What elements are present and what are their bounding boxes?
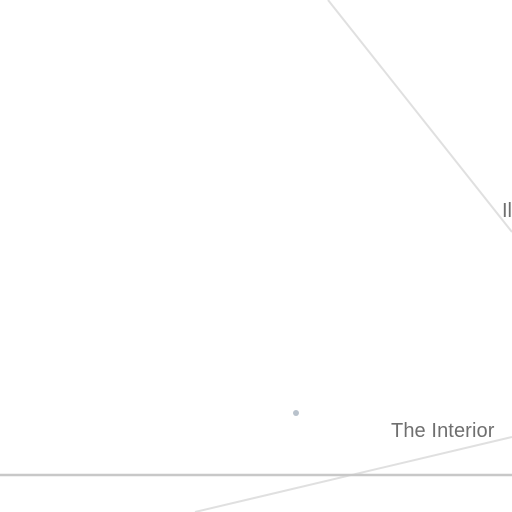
place-label-partial: Il xyxy=(502,200,512,222)
region-label-the-interior: The Interior xyxy=(391,420,495,442)
poi-marker[interactable] xyxy=(293,410,299,416)
road-diagonal-north xyxy=(327,0,512,233)
